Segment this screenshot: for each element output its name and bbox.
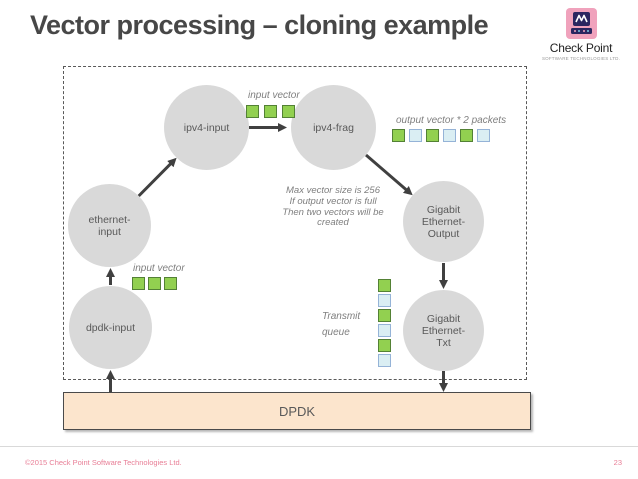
packets-output-vector	[392, 129, 490, 142]
node-ethernet-input: ethernet- input	[68, 184, 151, 267]
page-number: 23	[613, 458, 622, 467]
packets-input-vector-top	[246, 105, 295, 118]
packet-cell-green	[378, 339, 391, 352]
dpdk-box-label: DPDK	[278, 403, 316, 419]
label-output-vector: output vector * 2 packets	[396, 115, 507, 126]
footer-divider	[0, 446, 638, 447]
packet-cell-blue	[477, 129, 490, 142]
packet-cell-green	[132, 277, 145, 290]
node-gigabit-ethernet-output: Gigabit Ethernet- Output	[403, 181, 484, 262]
node-gigabit-ethernet-txt: Gigabit Ethernet- Txt	[403, 290, 484, 371]
footer-copyright: ©2015 Check Point Software Technologies …	[25, 458, 182, 467]
checkpoint-logo-wordmark: Check Point	[549, 41, 613, 55]
dpdk-box: DPDK	[63, 392, 531, 430]
packet-cell-green	[378, 279, 391, 292]
slide-title: Vector processing – cloning example	[30, 10, 489, 40]
packet-cell-green	[164, 277, 177, 290]
packet-cell-green	[378, 309, 391, 322]
node-ipv4-frag: ipv4-frag	[291, 85, 376, 170]
packets-input-vector-left	[132, 277, 177, 290]
packet-cell-green	[426, 129, 439, 142]
node-dpdk-input: dpdk-input	[69, 286, 152, 369]
label-transmit-queue: Transmit queue	[322, 311, 361, 338]
packets-transmit-queue	[378, 279, 391, 367]
checkpoint-logo-tagline: SOFTWARE TECHNOLOGIES LTD.	[541, 56, 621, 61]
packet-cell-green	[392, 129, 405, 142]
packet-cell-green	[282, 105, 295, 118]
diagram-frame	[63, 66, 527, 380]
packet-cell-green	[246, 105, 259, 118]
label-input-vector-left: input vector	[133, 263, 185, 274]
packet-cell-blue	[378, 294, 391, 307]
checkpoint-logo-icon	[565, 8, 597, 39]
packet-cell-blue	[409, 129, 422, 142]
packet-cell-green	[264, 105, 277, 118]
label-input-vector-top: input vector	[248, 90, 300, 101]
checkpoint-logo: Check Point SOFTWARE TECHNOLOGIES LTD.	[538, 8, 624, 61]
packet-cell-green	[460, 129, 473, 142]
packet-cell-blue	[443, 129, 456, 142]
packet-cell-green	[148, 277, 161, 290]
annotation-max-vector-size: Max vector size is 256 If output vector …	[282, 185, 384, 229]
node-ipv4-input: ipv4-input	[164, 85, 249, 170]
packet-cell-blue	[378, 324, 391, 337]
packet-cell-blue	[378, 354, 391, 367]
